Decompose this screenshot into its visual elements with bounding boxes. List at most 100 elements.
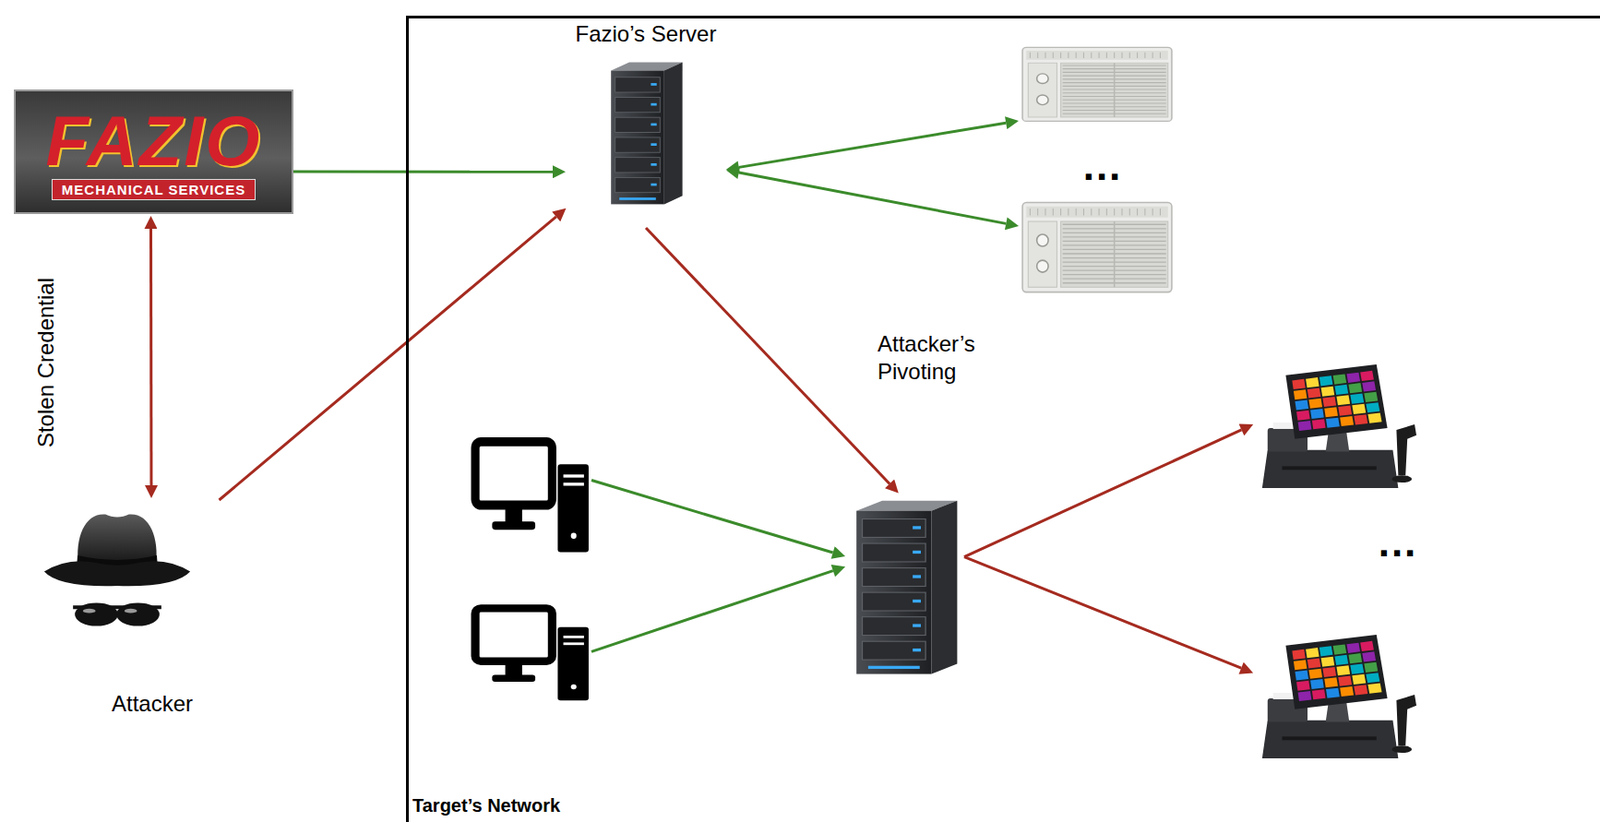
- screen-tile: [1333, 373, 1348, 384]
- screen-tile: [1336, 394, 1350, 406]
- vent-slot: [1098, 52, 1100, 59]
- drawer-slot: [1282, 736, 1377, 741]
- screen-tile: [1346, 372, 1361, 383]
- vent-slot: [1052, 52, 1054, 59]
- screen-tile: [1325, 688, 1340, 699]
- screen-tile: [1351, 674, 1366, 685]
- status-led: [650, 183, 657, 187]
- screen-tile: [1319, 645, 1334, 657]
- vent-slot: [1037, 52, 1039, 59]
- screen-tile: [1363, 392, 1378, 403]
- vent-slot: [1159, 52, 1161, 59]
- screen-tile: [1312, 418, 1326, 430]
- server-node: [847, 494, 965, 679]
- tower-button: [571, 533, 577, 540]
- screen-tile: [1353, 684, 1368, 695]
- company-logo: FAZIOMECHANICAL SERVICES: [13, 89, 294, 215]
- ac-knob: [1037, 95, 1049, 106]
- network-label: Target’s Network: [412, 795, 561, 817]
- air-conditioner: [1020, 42, 1174, 125]
- screen-frame: [1285, 634, 1387, 710]
- screen-tile: [1353, 414, 1368, 425]
- vent-slot: [1037, 208, 1039, 216]
- ac-knob: [1037, 260, 1049, 273]
- screen-tile: [1305, 377, 1320, 388]
- drive-bay: [862, 592, 927, 611]
- server-node: Fazio’s Server: [567, 20, 725, 228]
- screen-tile: [1334, 655, 1349, 666]
- screen-tile: [1291, 379, 1305, 390]
- vent-slot: [1075, 52, 1077, 59]
- screen-tile: [1360, 641, 1374, 652]
- scanner-base: [1391, 745, 1412, 753]
- lens-glint: [83, 608, 96, 614]
- server-front: [610, 70, 665, 204]
- screen-tile: [1307, 387, 1322, 398]
- vent-slot: [1083, 208, 1085, 216]
- vent-slot: [1075, 208, 1077, 216]
- base-led: [619, 197, 657, 201]
- lens-glint: [124, 608, 138, 614]
- attacker-label: Attacker: [111, 691, 193, 717]
- vent-slot: [1060, 208, 1062, 216]
- vent-slot: [1029, 52, 1031, 59]
- screen-tile: [1298, 420, 1313, 431]
- attacker-figure: Attacker: [36, 500, 268, 722]
- barcode-scanner: [1396, 694, 1417, 746]
- drive-bay: [615, 177, 661, 192]
- tower: [557, 464, 589, 552]
- ac-control-panel: [1027, 221, 1057, 287]
- vent-slot: [1029, 208, 1031, 216]
- screen-tile: [1325, 417, 1340, 429]
- server-side: [931, 501, 957, 675]
- ac-control-panel: [1027, 62, 1057, 118]
- ac-top-vent: [1026, 50, 1169, 60]
- drawer-slot: [1282, 465, 1377, 470]
- hat-icon: [40, 500, 194, 644]
- status-led: [912, 648, 921, 652]
- ac-icon: [1020, 42, 1174, 125]
- status-led: [650, 83, 657, 86]
- monitor: [475, 608, 552, 661]
- screen-tile: [1321, 386, 1336, 397]
- screen-tile: [1361, 651, 1376, 662]
- monitor-base: [491, 521, 536, 530]
- ac-top-vent: [1026, 206, 1169, 218]
- screen-tile: [1363, 662, 1378, 673]
- drive-bay: [615, 157, 661, 173]
- screen-tile: [1293, 659, 1308, 670]
- screen-tile: [1322, 667, 1337, 678]
- desk-icon: [469, 601, 592, 705]
- vent-slot: [1121, 208, 1123, 216]
- screen-tile: [1339, 416, 1354, 427]
- connector-arrow: [591, 480, 834, 554]
- drive-bay: [862, 641, 927, 660]
- screen-tile: [1294, 669, 1309, 681]
- screen-tile: [1365, 672, 1380, 683]
- drive-bay: [615, 137, 661, 153]
- screen-tile: [1348, 653, 1362, 664]
- tower-slot: [563, 482, 585, 486]
- edge-label-anchor: Stolen Credential: [33, 277, 60, 448]
- screen-tile: [1334, 384, 1349, 395]
- ac-body: [1022, 47, 1172, 121]
- server-front: [856, 511, 932, 675]
- pos-terminal: [1254, 632, 1419, 761]
- status-led: [650, 123, 657, 127]
- screen-tile: [1310, 408, 1325, 419]
- screen-tile: [1293, 389, 1308, 400]
- screen-tile: [1351, 404, 1366, 415]
- vent-slot: [1159, 208, 1161, 216]
- ellipsis-anchor: ...: [1378, 522, 1419, 563]
- edge-label: Stolen Credential: [33, 277, 60, 448]
- screen-tile: [1367, 683, 1382, 694]
- screen-tile: [1322, 396, 1337, 407]
- vent-slot: [1152, 208, 1154, 216]
- screen-tile: [1336, 665, 1350, 676]
- logo-tagline: MECHANICAL SERVICES: [51, 179, 256, 201]
- grille-divider: [1113, 221, 1116, 287]
- vent-slot: [1090, 208, 1092, 216]
- connector-arrow: [964, 557, 1242, 669]
- vent-slot: [1136, 52, 1138, 59]
